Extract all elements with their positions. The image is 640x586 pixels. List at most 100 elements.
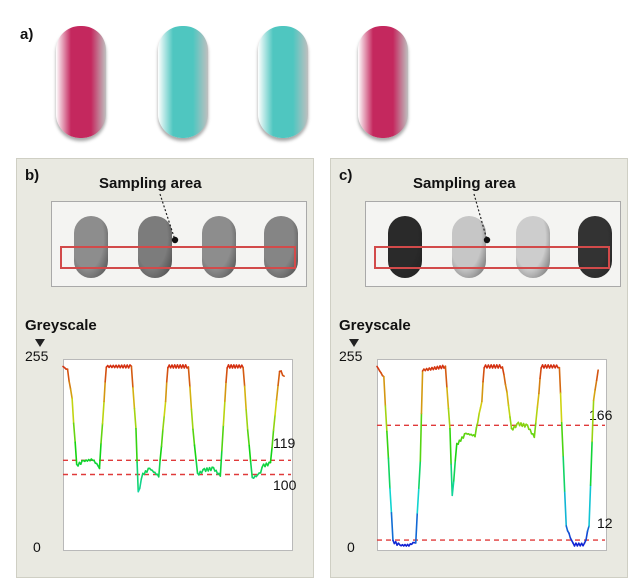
profile-segment [595,369,599,382]
profile-segment [140,472,144,481]
panel-c-label: c) [339,167,353,184]
profile-segment [104,366,108,383]
profile-segment [416,487,420,514]
profile-segment [71,397,75,425]
profile-segment [249,461,254,479]
profile-segment [420,370,424,415]
profile-segment [503,373,507,386]
profile-segment [559,392,563,424]
profile-segment [594,379,598,391]
profile-segment [478,406,482,415]
profile-segment [451,480,455,497]
profile-segment [132,386,136,410]
thumbnail-b [51,201,307,287]
profile-segment [245,409,249,431]
profile-segment [563,491,568,527]
profile-segment [589,440,593,486]
profile-segment [481,380,484,403]
profile-segment [277,370,281,387]
profile-segment [242,366,246,388]
profile-segment [568,532,572,539]
capsule-magenta [358,26,408,138]
triangle-marker-c [349,339,359,347]
profile-segment [271,429,275,449]
profile-segment [447,407,451,430]
ref-low-label-b: 100 [273,477,297,493]
profile-segment [100,422,104,445]
profile-segment [482,366,485,383]
profile-segment [506,391,510,407]
profile-segment [476,412,480,423]
panel-b-label: b) [25,167,40,184]
profile-segment [446,386,450,410]
triangle-marker-b [35,339,45,347]
profile-segment [588,484,592,527]
profile-segment [281,374,285,377]
profile-segment [383,375,387,407]
profile-segment [474,426,478,438]
profile-segment [560,421,565,458]
panel-b: b) Sampling area Greyscale 255 0 119 100 [16,158,314,578]
profile-segment [536,392,540,409]
profile-segment [501,366,505,376]
greyscale-axis-title-b: Greyscale [25,317,97,334]
profile-segment [558,366,562,394]
profile-segment [384,405,388,433]
profile-segment [417,460,422,490]
profile-segment [535,406,539,424]
profile-segment [187,366,191,388]
profile-segment [269,447,273,464]
profile-segment [419,412,423,462]
profile-segment [390,511,394,542]
y-max-label-c: 255 [339,348,363,364]
sampling-rectangle-b [60,246,296,269]
profile-segment [192,428,196,446]
profile-segment [159,445,163,461]
sampling-rectangle-c [374,246,610,269]
profile-segment [195,458,199,474]
profile-segment [275,384,279,401]
profile-segment [248,444,252,464]
ref-low-label-c: 12 [597,515,613,531]
y-min-label-b: 0 [33,539,41,555]
profile-segment [387,457,391,490]
sampling-pointer-b-leader [159,193,176,241]
plot-area-b [63,359,293,551]
profile-segment [585,530,589,541]
profile-segment [565,525,569,532]
capsule-magenta [56,26,106,138]
y-max-label-b: 255 [25,348,49,364]
profile-segment [246,429,250,447]
capsule-cyan [258,26,308,138]
sampling-pointer-b-dot [171,236,179,244]
sampling-area-label-c: Sampling area [413,175,516,192]
y-min-label-c: 0 [347,539,355,555]
profile-segment [160,428,164,448]
profile-segment [69,388,73,400]
thumbnail-c [365,201,621,287]
plot-area-c [377,359,607,551]
profile-segment [274,398,278,417]
profile-segment [130,365,134,389]
profile-segment [98,442,102,470]
profile-segment [72,422,76,444]
panel-a-label: a) [20,26,34,43]
profile-segment [219,449,223,477]
profile-segment [163,400,167,417]
greyscale-axis-title-c: Greyscale [339,317,411,334]
profile-segment [562,455,566,494]
profile-segment [74,441,78,466]
profile-segment [133,407,137,430]
profile-segment [164,380,168,403]
profile-segment [243,385,247,411]
profile-segment [479,400,483,409]
profile-segment [165,366,169,383]
profile-segment [136,461,140,493]
profile-segment [539,367,542,380]
profile-segment [190,408,194,431]
capsule-cyan [158,26,208,138]
profile-segment [221,424,225,452]
ref-high-label-c: 166 [589,407,613,423]
